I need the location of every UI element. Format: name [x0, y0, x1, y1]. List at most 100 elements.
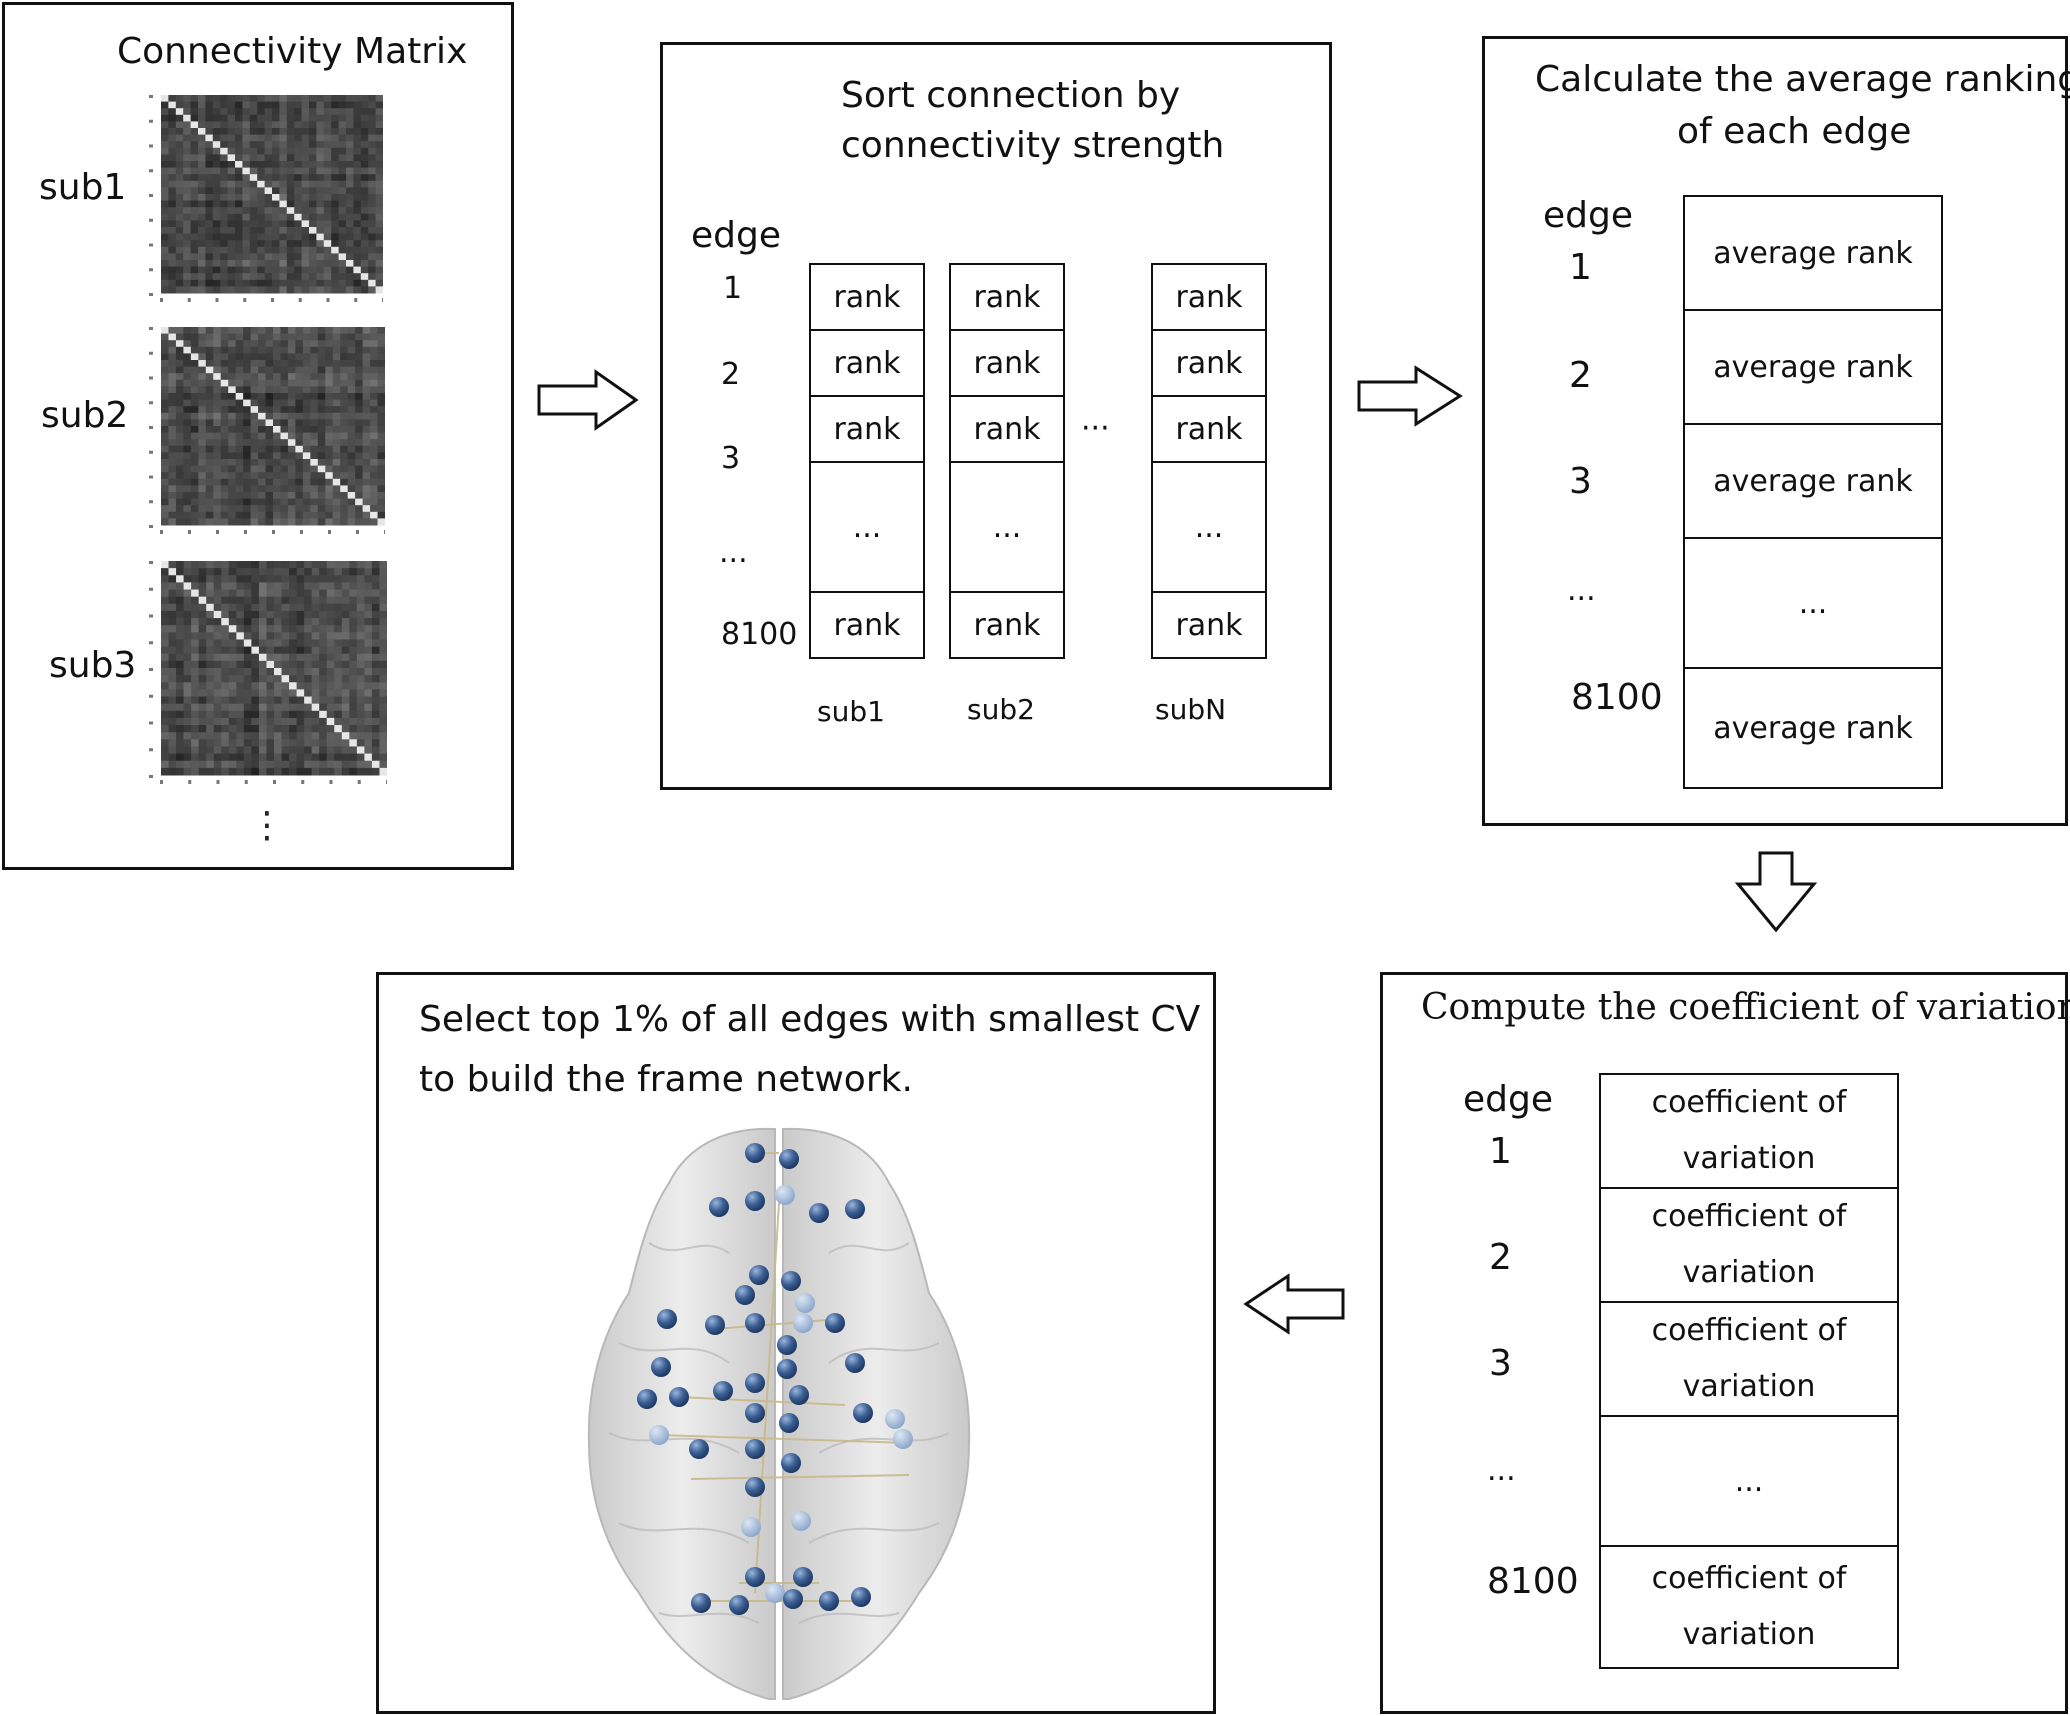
matrix-cell [266, 596, 275, 605]
matrix-cell [220, 246, 229, 254]
matrix-cell [309, 95, 317, 103]
matrix-cell [258, 767, 267, 776]
matrix-cell [205, 505, 214, 513]
matrix-cell [289, 632, 298, 640]
matrix-cell [236, 603, 245, 612]
average-rank-ellipsis-cell: ... [1683, 537, 1943, 669]
matrix-cell [161, 445, 169, 453]
matrix-cell [334, 575, 343, 583]
matrix-cell [265, 472, 274, 480]
matrix-cell [355, 511, 364, 519]
matrix-cell [213, 426, 222, 434]
matrix-cell [250, 379, 259, 387]
cv-cell: coefficient of variation [1599, 1187, 1899, 1303]
matrix-cell [176, 603, 185, 612]
matrix-cell [183, 279, 192, 287]
matrix-cell [279, 128, 288, 136]
matrix-cell [355, 393, 364, 401]
matrix-cell [295, 366, 304, 374]
matrix-cell [258, 432, 267, 440]
matrix-cell [316, 154, 325, 162]
matrix-cell [355, 399, 364, 407]
matrix-cell [302, 412, 311, 420]
matrix-cell [264, 108, 273, 116]
matrix-cell [371, 717, 380, 726]
matrix-tick [384, 530, 385, 534]
matrix-cell [317, 518, 326, 526]
matrix-cell [264, 253, 273, 261]
matrix-cell [220, 128, 229, 136]
matrix-cell [349, 753, 358, 762]
matrix-cell [161, 95, 169, 103]
matrix-cell [243, 732, 252, 740]
matrix-cell [311, 596, 320, 605]
matrix-cell [236, 703, 245, 712]
matrix-cell [371, 760, 380, 769]
matrix-cell [161, 511, 169, 519]
matrix-cell [273, 412, 281, 420]
matrix-cell [281, 696, 290, 705]
matrix-cell [301, 233, 310, 241]
matrix-tick [149, 561, 153, 564]
matrix-cell [250, 393, 259, 401]
matrix-cell [265, 406, 274, 414]
matrix-cell [175, 286, 184, 294]
matrix-cell [242, 141, 251, 149]
matrix-cell [377, 439, 385, 447]
matrix-cell [168, 279, 177, 287]
matrix-cell [198, 419, 207, 427]
matrix-cell [311, 603, 320, 612]
matrix-cell [281, 767, 290, 776]
matrix-cell [198, 518, 207, 526]
matrix-cell [334, 703, 343, 712]
matrix-cell [286, 253, 295, 261]
sort-connection-panel: Sort connection by connectivity strength… [660, 42, 1332, 790]
matrix-cell [198, 465, 207, 473]
matrix-cell [364, 668, 373, 676]
matrix-cell [212, 134, 221, 142]
matrix-cell [264, 200, 273, 208]
matrix-cell [190, 478, 199, 486]
matrix-cell [287, 386, 296, 394]
cv-cell: coefficient of variation [1599, 1301, 1899, 1417]
matrix-cell [213, 445, 222, 453]
matrix-cell [368, 213, 377, 221]
matrix-cell [191, 760, 200, 769]
matrix-cell [356, 582, 365, 591]
matrix-cell [265, 393, 274, 401]
matrix-cell [280, 465, 289, 473]
matrix-cell [281, 725, 290, 733]
matrix-cell [294, 128, 303, 136]
matrix-cell [325, 432, 334, 440]
matrix-cell [264, 246, 273, 254]
matrix-cell [295, 465, 304, 473]
matrix-cell [272, 114, 280, 122]
cv-cell-line2: variation [1682, 1141, 1816, 1176]
matrix-cell [347, 373, 356, 381]
matrix-cell [175, 180, 184, 188]
matrix-cell [296, 696, 305, 705]
matrix-tick [356, 530, 359, 534]
matrix-cell [279, 207, 288, 215]
node [775, 1185, 795, 1205]
matrix-cell [309, 167, 317, 175]
matrix-cell [294, 154, 303, 162]
matrix-cell [213, 646, 222, 655]
matrix-cell [360, 108, 369, 116]
node [795, 1293, 815, 1313]
matrix-cell [379, 568, 387, 576]
matrix-cell [205, 366, 214, 374]
matrix-cell [360, 174, 369, 182]
matrix-cell [325, 518, 334, 526]
matrix-cell [302, 472, 311, 480]
matrix-cell [364, 582, 373, 591]
matrix-cell [296, 646, 305, 655]
matrix-cell [242, 180, 251, 188]
matrix-cell [205, 459, 214, 467]
matrix-cell [331, 95, 340, 103]
matrix-cell [302, 373, 311, 381]
matrix-cell [287, 498, 296, 506]
matrix-cell [309, 121, 317, 129]
matrix-cell [332, 399, 341, 407]
matrix-cell [198, 717, 207, 726]
